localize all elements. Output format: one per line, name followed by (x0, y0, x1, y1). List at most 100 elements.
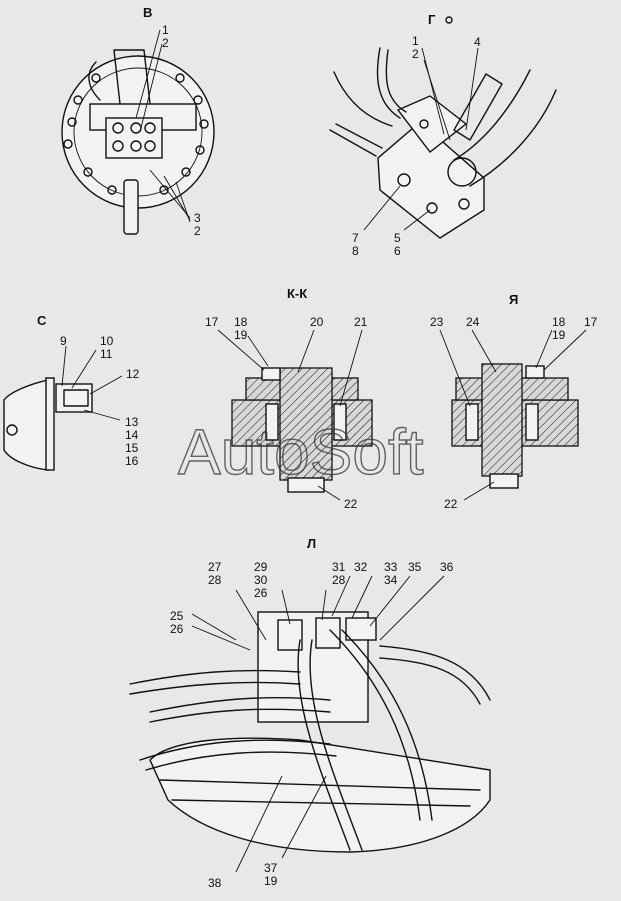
valve-top-g (396, 95, 468, 153)
section-ya-title: Я (509, 292, 518, 307)
callout-ya-23: 23 (430, 315, 444, 329)
callout-l-26: 26 (254, 586, 268, 600)
hoses-l (129, 629, 491, 851)
valve-fittings (112, 122, 156, 152)
hose-g-outer2 (469, 89, 557, 187)
callout-l-36: 36 (440, 560, 454, 574)
callout-s-14: 14 (125, 428, 139, 442)
fitting-l-1 (277, 619, 303, 651)
callout-ya-19: 19 (552, 328, 566, 342)
callout-s-12: 12 (126, 367, 140, 381)
callout-l-19: 19 (264, 874, 278, 888)
callout-g-4: 4 (474, 35, 481, 49)
fitting-g-3 (458, 198, 470, 210)
view-s-title: С (37, 313, 47, 328)
bolt-ya (525, 365, 545, 379)
clamp-s (63, 389, 89, 407)
flange-s (45, 377, 55, 471)
callout-l-29: 29 (254, 560, 268, 574)
callout-ya-24: 24 (466, 315, 480, 329)
callout-l-26b: 26 (170, 622, 184, 636)
leader-lines-v (135, 29, 191, 223)
hose-g-top (453, 73, 503, 141)
view-g-title: Г (428, 12, 436, 27)
callout-kk-19: 19 (234, 328, 248, 342)
view-g-symbol (445, 16, 453, 24)
leader-lines-ya (439, 329, 587, 501)
callout-l-27: 27 (208, 560, 222, 574)
frame-body-l (149, 737, 491, 853)
callout-1: 1 (162, 23, 169, 37)
callout-kk-21: 21 (354, 315, 368, 329)
callout-l-28b: 28 (332, 573, 346, 587)
callout-2: 2 (162, 36, 169, 50)
callout-l-35: 35 (408, 560, 422, 574)
bushing-ya-right (525, 403, 539, 441)
callout-kk-22: 22 (344, 497, 358, 511)
callout-s-13: 13 (125, 415, 139, 429)
callout-g-6: 6 (394, 244, 401, 258)
view-s: С 9 10 11 12 13 14 15 16 (3, 313, 140, 471)
bushing-kk-left (265, 403, 279, 441)
section-ya: Я 23 24 18 19 17 22 (430, 292, 598, 511)
callout-l-31: 31 (332, 560, 346, 574)
callout-g-1: 1 (412, 34, 419, 48)
callout-g-7: 7 (352, 231, 359, 245)
pipe-g-3 (333, 71, 393, 127)
callout-ya-22: 22 (444, 497, 458, 511)
frame-edge-l-2 (171, 799, 471, 807)
pipe-g-4 (329, 129, 377, 157)
fitting-l-3 (345, 617, 377, 641)
callout-l-25: 25 (170, 609, 184, 623)
callout-s-11: 11 (100, 347, 113, 361)
watermark: AutoSoft (178, 416, 424, 488)
pipe-g-5 (335, 123, 383, 149)
fitting-l-2 (315, 617, 341, 649)
callout-s-10: 10 (100, 334, 114, 348)
callout-l-38: 38 (208, 876, 222, 890)
callout-3: 3 (194, 211, 201, 225)
callout-g-5: 5 (394, 231, 401, 245)
fitting-g-4 (419, 119, 429, 129)
hose-g-outer (453, 69, 531, 161)
view-v: В 1 2 3 2 (61, 5, 215, 238)
fitting-g-2 (426, 202, 438, 214)
flange-bolt-holes (63, 73, 209, 195)
section-kk: К-К 17 18 19 20 21 22 (205, 286, 373, 511)
callout-l-37: 37 (264, 861, 278, 875)
callout-l-34: 34 (384, 573, 398, 587)
callout-kk-18: 18 (234, 315, 248, 329)
callout-l-32: 32 (354, 560, 368, 574)
pipe-g-1 (376, 47, 401, 119)
bracket-s (55, 383, 93, 413)
bushing-kk-right (333, 403, 347, 441)
callout-l-28: 28 (208, 573, 222, 587)
callout-s-15: 15 (125, 441, 139, 455)
elbow-g (447, 157, 477, 187)
pin-kk (279, 367, 333, 481)
view-l: Л (129, 536, 491, 890)
bolt-kk (261, 367, 281, 381)
callout-ya-17: 17 (584, 315, 598, 329)
bushing-ya-left (465, 403, 479, 441)
cap-kk (287, 477, 325, 493)
callout-s-9: 9 (60, 334, 67, 348)
fitting-g-1 (397, 173, 411, 187)
callout-2b: 2 (194, 224, 201, 238)
callout-kk-17: 17 (205, 315, 219, 329)
leader-lines-s (61, 345, 123, 421)
shaft-stub (123, 179, 139, 235)
pipe-g-2 (385, 49, 407, 113)
view-g: Г 1 2 4 7 8 5 6 (329, 12, 557, 258)
callout-ya-18: 18 (552, 315, 566, 329)
callout-kk-20: 20 (310, 315, 324, 329)
pin-ya (481, 363, 523, 477)
callout-g-2: 2 (412, 47, 419, 61)
leader-lines-kk (217, 329, 363, 501)
bolt-s (6, 424, 18, 436)
callout-s-16: 16 (125, 454, 139, 468)
leader-lines-l (191, 575, 445, 873)
callout-l-33: 33 (384, 560, 398, 574)
hose-loop (88, 61, 101, 101)
